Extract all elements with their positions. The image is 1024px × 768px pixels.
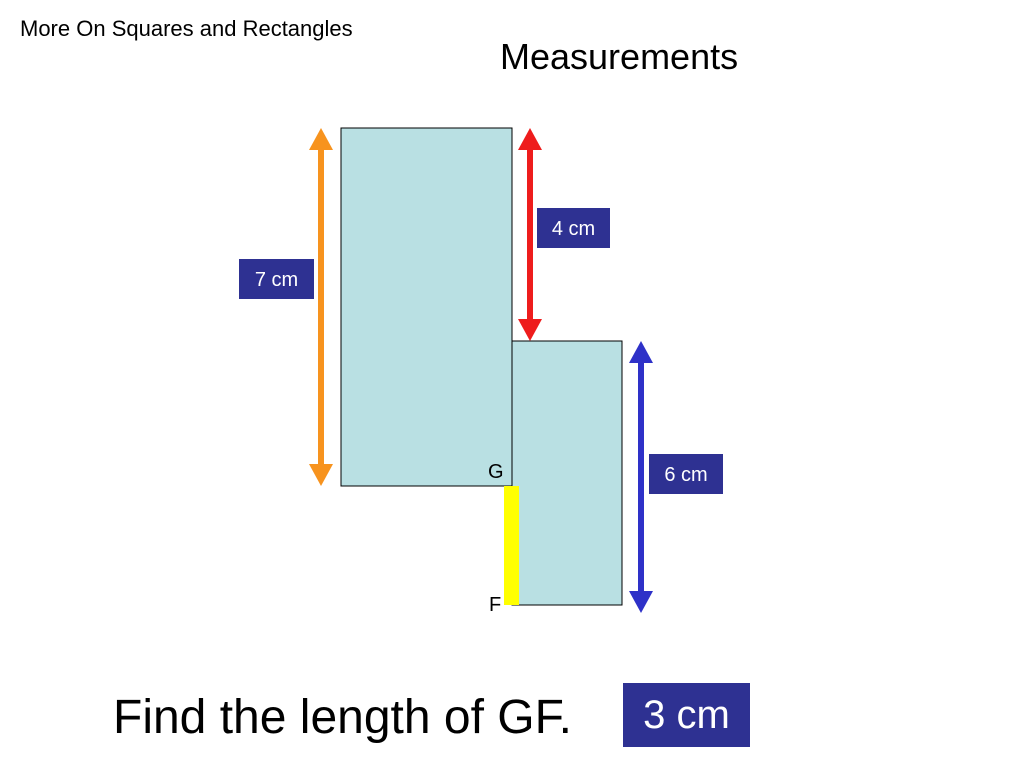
label-7cm-text: 7 cm <box>255 269 298 291</box>
tall-rectangle <box>340 127 513 487</box>
arrow-7cm <box>309 128 333 486</box>
label-7cm: 7 cm <box>239 259 314 299</box>
arrow-4cm <box>518 128 542 341</box>
arrow-6cm <box>629 341 653 613</box>
answer-text: 3 cm <box>643 692 730 737</box>
label-6cm-text: 6 cm <box>664 464 707 486</box>
slide-title: Measurements <box>500 36 739 77</box>
course-title: More On Squares and Rectangles <box>20 16 353 41</box>
segment-gf <box>504 486 519 605</box>
label-4cm-text: 4 cm <box>552 218 595 240</box>
point-g-label: G <box>488 461 504 483</box>
point-f-label: F <box>489 594 501 616</box>
label-6cm: 6 cm <box>649 454 723 494</box>
label-4cm: 4 cm <box>537 208 610 248</box>
short-rectangle <box>511 340 623 606</box>
answer-box[interactable]: 3 cm <box>623 683 750 747</box>
question-text: Find the length of GF. <box>113 691 572 744</box>
